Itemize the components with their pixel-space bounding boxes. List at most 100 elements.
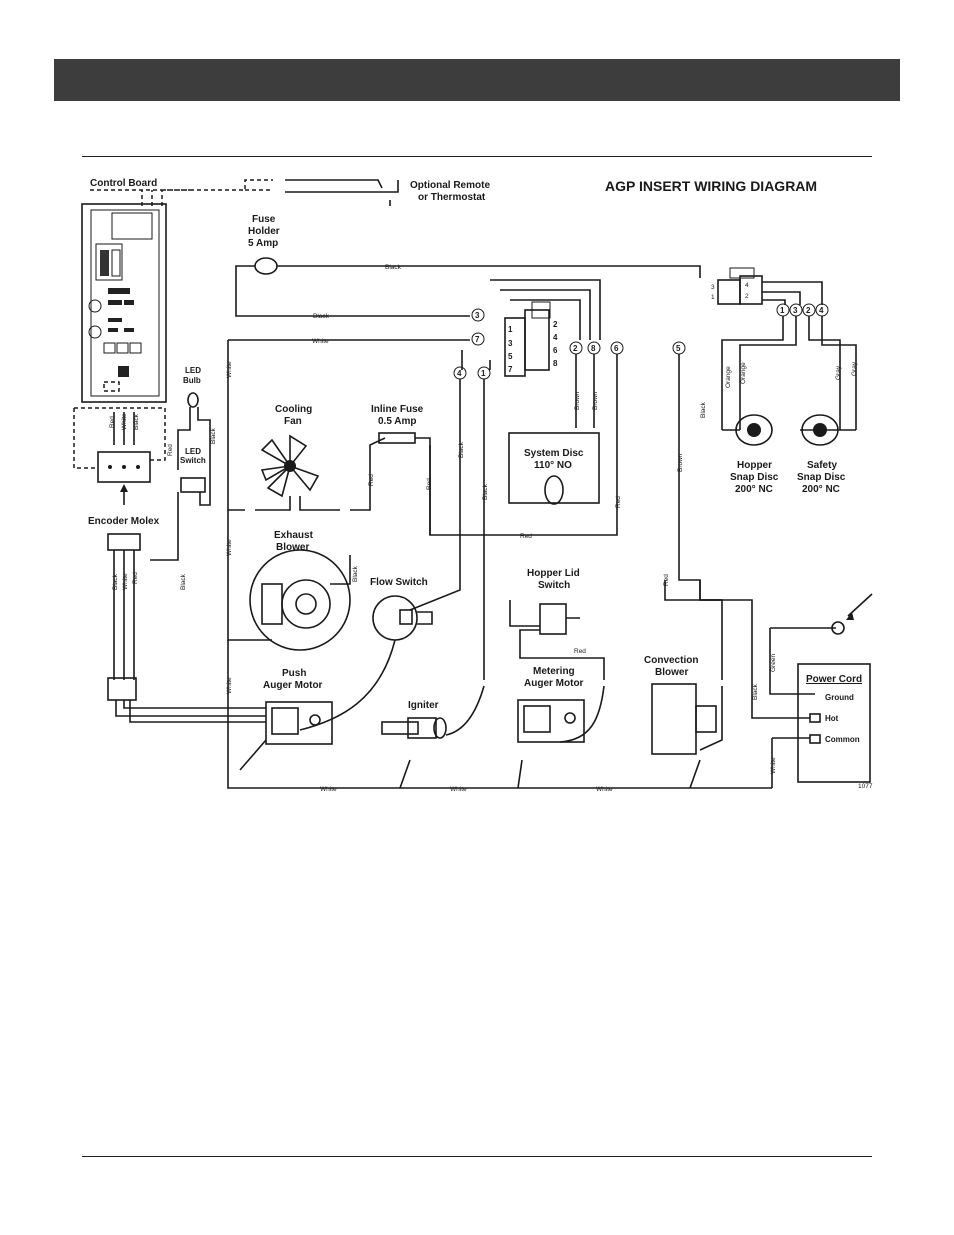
wire-label-black-power: Black	[752, 683, 759, 700]
power-cord-label: Power Cord	[806, 674, 862, 685]
led-bulb-label-2: Bulb	[183, 376, 201, 385]
led-switch	[180, 477, 206, 493]
circled-terminal-1: 1	[477, 366, 491, 380]
fuse-holder-label-3: 5 Amp	[248, 238, 278, 249]
wire-label-brown-2: Brown	[574, 391, 581, 410]
wire-label-black-enc: Black	[133, 413, 140, 430]
wire-label-gray-1: Gray	[835, 365, 842, 380]
circled-terminal-5: 5	[672, 341, 686, 355]
cooling-fan-label-2: Fan	[284, 416, 302, 427]
svg-text:1: 1	[780, 306, 785, 315]
remote-switch-wires	[285, 179, 399, 206]
wire-label-white-power: White	[770, 757, 777, 774]
wire-label-white-bus-1: White	[320, 786, 337, 793]
convection-label-2: Blower	[655, 667, 688, 678]
circled-snap-3: 3	[789, 303, 803, 317]
led-switch-label-1: LED	[185, 447, 201, 456]
circled-terminal-7: 7	[471, 332, 485, 346]
wire-label-green: Green	[770, 654, 777, 672]
convection-blower	[651, 683, 717, 755]
wire-label-brown-5: Brown	[677, 453, 684, 472]
control-board-label: Control Board	[90, 178, 157, 189]
encoder-molex-label: Encoder Molex	[88, 516, 160, 527]
led-bulb	[187, 392, 199, 408]
term-small-2: 2	[745, 293, 749, 300]
wire-label-black-4: Black	[458, 441, 465, 458]
push-auger-label-2: Auger Motor	[263, 680, 323, 691]
wire-label-red-fuse-v: Red	[426, 478, 433, 490]
encoder-sleeve	[107, 677, 137, 701]
wire-label-black-5: Black	[700, 401, 707, 418]
remote-control-wires	[90, 179, 273, 206]
push-auger-label-1: Push	[282, 668, 306, 679]
wire-label-red-6: Red	[615, 496, 622, 508]
metering-auger-label-2: Auger Motor	[524, 678, 584, 689]
wire-label-red-conv: Red	[663, 574, 670, 586]
terminal-block-wires	[409, 354, 723, 680]
wire-label-red-fan: Red	[368, 474, 375, 486]
led-bulb-label-1: LED	[185, 366, 201, 375]
top-rule	[82, 156, 872, 157]
push-auger-motor	[265, 701, 333, 745]
black-fuse-wire	[235, 265, 701, 317]
wire-label-orange-1: Orange	[725, 366, 732, 388]
wire-label-black-enc-lower: Black	[112, 573, 119, 590]
wire-label-white-v: White	[226, 361, 233, 378]
svg-text:4: 4	[819, 306, 824, 315]
wire-label-white-push: White	[226, 677, 233, 694]
flow-switch-label: Flow Switch	[370, 577, 428, 588]
term-main-left-7: 7	[508, 365, 513, 374]
encoder-wires	[113, 550, 135, 680]
svg-text:7: 7	[475, 335, 480, 344]
inline-fuse-label-2: 0.5 Amp	[378, 416, 417, 427]
encoder-molex	[97, 451, 151, 483]
circled-terminal-4: 4	[453, 366, 467, 380]
wire-label-black-top: Black	[385, 264, 402, 271]
wire-label-red-enc-lower: Red	[132, 572, 139, 584]
svg-text:3: 3	[475, 311, 480, 320]
wire-label-red-led: Red	[167, 444, 174, 456]
wire-label-white-bus-2: White	[450, 786, 467, 793]
wire-label-black-led: Black	[210, 427, 217, 444]
exhaust-blower-label-1: Exhaust	[274, 530, 314, 541]
flow-switch	[372, 595, 433, 641]
main-terminal-block	[490, 279, 601, 377]
safety-snap-disc	[801, 414, 839, 446]
encoder-connector	[107, 533, 141, 551]
hopper-lid-switch	[539, 603, 567, 635]
term-main-right-8: 8	[553, 359, 558, 368]
remote-label-line-2: or Thermostat	[418, 192, 486, 203]
circled-terminal-3: 3	[471, 308, 485, 322]
system-disc-label-1: System Disc	[524, 448, 584, 459]
fuse-holder	[254, 257, 278, 275]
hopper-lid-label-2: Switch	[538, 580, 570, 591]
svg-text:5: 5	[676, 344, 681, 353]
figure-number: 1077	[858, 783, 873, 790]
led-wires	[150, 407, 211, 561]
fuse-holder-label-1: Fuse	[252, 214, 276, 225]
wire-label-black-1: Black	[482, 483, 489, 500]
hopper-snap-label-2: Snap Disc	[730, 472, 779, 483]
safety-snap-label-2: Snap Disc	[797, 472, 846, 483]
term-small-1: 1	[711, 294, 715, 301]
diagram-title: AGP INSERT WIRING DIAGRAM	[605, 178, 817, 194]
safety-snap-label-1: Safety	[807, 460, 837, 471]
wire-label-white-1: White	[312, 338, 329, 345]
wire-label-gray-2: Gray	[851, 361, 858, 376]
igniter-label: Igniter	[408, 700, 439, 711]
term-small-4: 4	[745, 282, 749, 289]
circled-terminal-8: 8	[587, 341, 601, 355]
circled-snap-2: 2	[802, 303, 816, 317]
ground-terminal	[831, 621, 845, 635]
hopper-snap-label-3: 200° NC	[735, 484, 773, 495]
system-disc-box	[508, 432, 600, 504]
power-cord-wires	[751, 627, 836, 788]
svg-text:1: 1	[481, 369, 486, 378]
wire-label-red-lid: Red	[574, 648, 586, 655]
svg-text:8: 8	[591, 344, 596, 353]
wire-label-black-2: Black	[313, 313, 330, 320]
term-small-3: 3	[711, 284, 715, 291]
power-cord-box	[797, 663, 871, 783]
svg-text:2: 2	[573, 344, 578, 353]
